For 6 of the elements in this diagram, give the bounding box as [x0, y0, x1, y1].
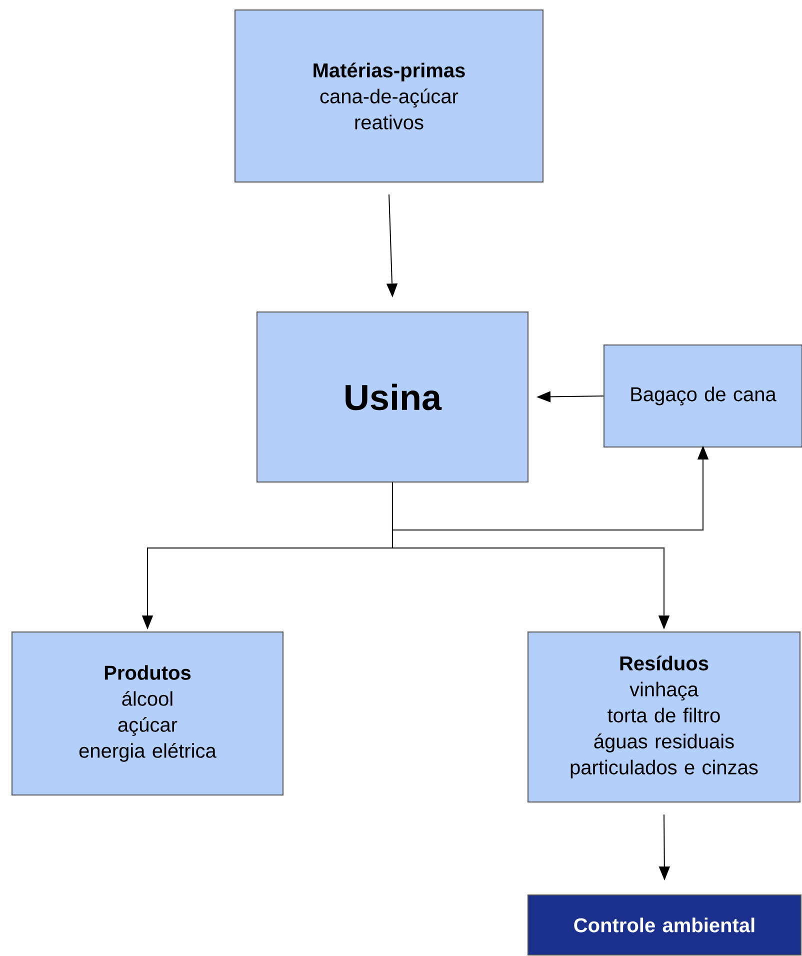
process-box: Controle ambiental: [528, 894, 802, 956]
process-box: Bagaço de cana: [604, 344, 802, 448]
process-box: Usina: [256, 312, 528, 482]
process-box: Produtos álcool açúcar energia elétrica: [12, 632, 284, 796]
process-box: Matérias-primas cana-de-açúcar reativos: [234, 10, 544, 182]
process-box: Resíduos vinhaça torta de filtro águas residuais particulados e cinzas: [528, 632, 800, 802]
